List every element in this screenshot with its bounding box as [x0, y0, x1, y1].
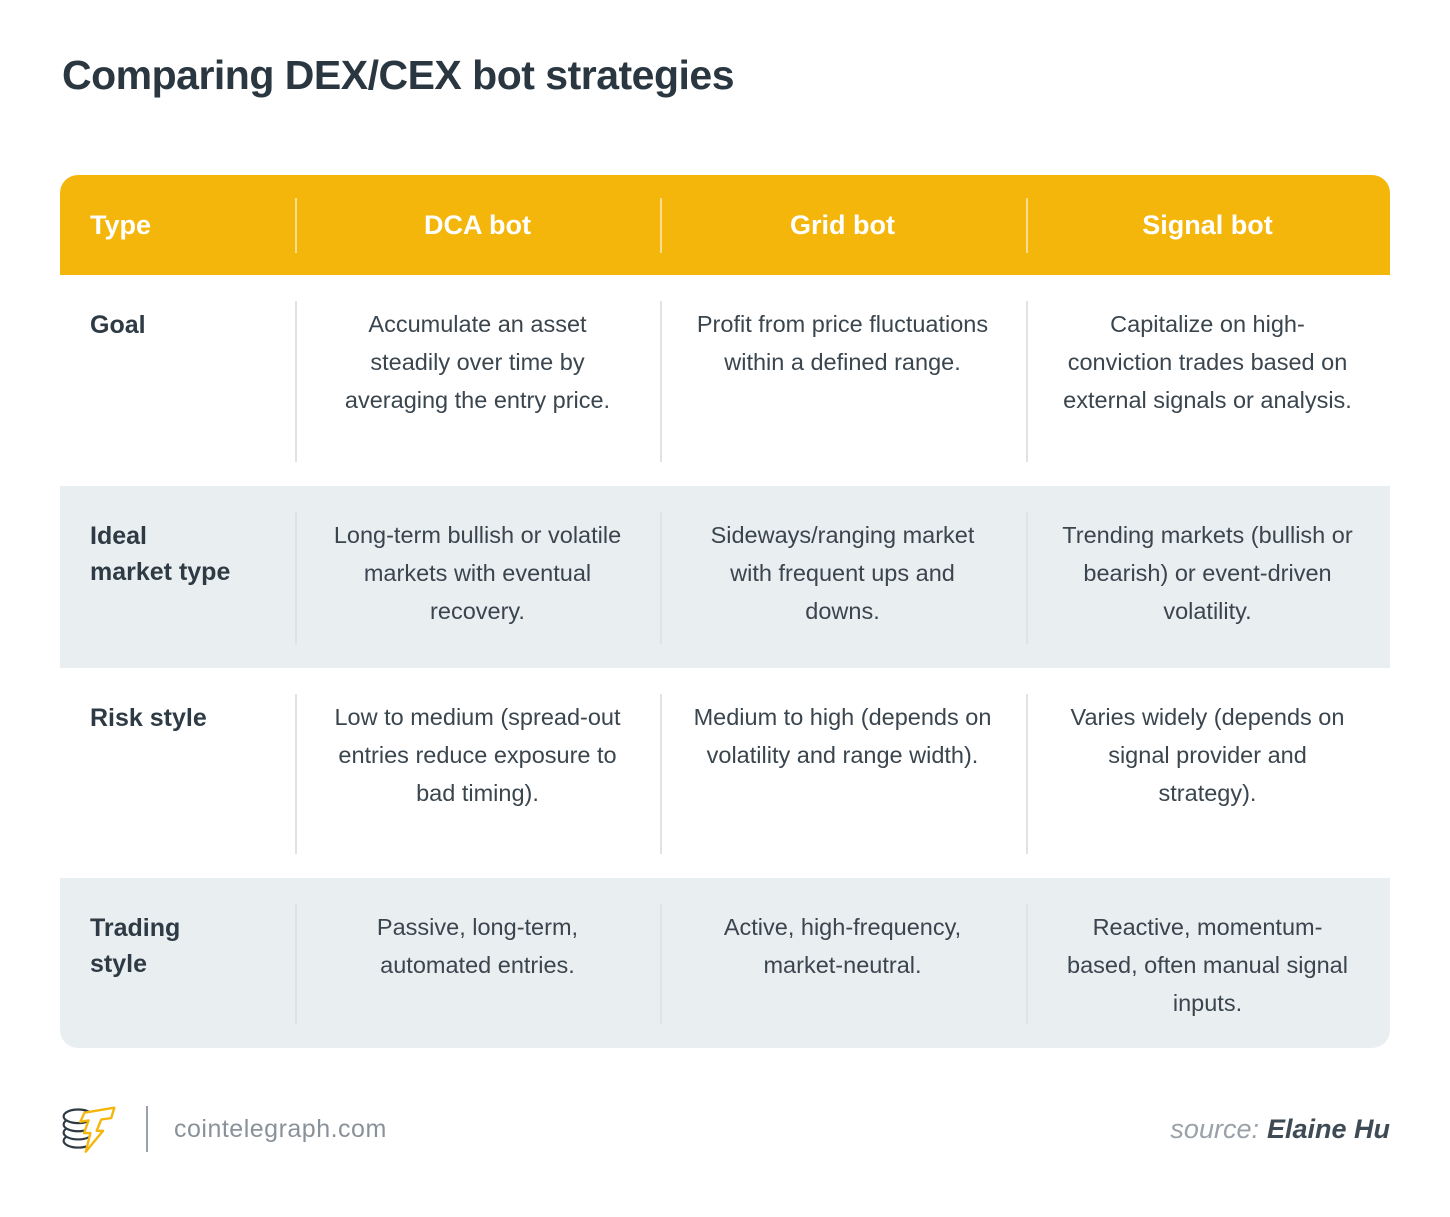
cell-trading-grid: Active, high-frequency, market-neutral. — [723, 914, 962, 978]
source-label: source: — [1170, 1113, 1259, 1144]
source-name: Elaine Hu — [1266, 1113, 1390, 1144]
footer: cointelegraph.com source:Elaine Hu — [60, 1102, 1390, 1156]
row-label-trading-style: Trading style — [90, 914, 181, 978]
table-header-row: Type DCA bot Grid bot Signal bot — [60, 175, 1390, 275]
column-divider — [1026, 904, 1028, 1024]
brand-site-text: cointelegraph.com — [174, 1114, 387, 1143]
cell-risk-grid: Medium to high (depends on volatility an… — [693, 704, 992, 768]
column-divider — [1026, 694, 1028, 854]
column-divider — [660, 694, 662, 854]
table-row-ideal-market-type: Ideal market type Long-term bullish or v… — [60, 486, 1390, 668]
row-label-ideal-market-type: Ideal market type — [90, 522, 231, 586]
table-row-risk-style: Risk style Low to medium (spread-out ent… — [60, 668, 1390, 878]
cell-trading-dca: Passive, long-term, automated entries. — [376, 914, 579, 978]
header-column-divider — [660, 198, 662, 253]
header-column-divider — [1026, 198, 1028, 253]
cell-market-grid: Sideways/ranging market with frequent up… — [710, 522, 975, 624]
column-divider — [295, 694, 297, 854]
cell-goal-dca: Accumulate an asset steadily over time b… — [344, 311, 611, 413]
column-divider — [295, 512, 297, 644]
infographic-page: Comparing DEX/CEX bot strategies Type DC… — [60, 52, 1390, 1156]
cell-goal-signal: Capitalize on high-conviction trades bas… — [1063, 311, 1352, 413]
cell-market-dca: Long-term bullish or volatile markets wi… — [333, 522, 622, 624]
column-divider — [295, 301, 297, 462]
column-divider — [1026, 301, 1028, 462]
column-header-grid-bot: Grid bot — [790, 209, 895, 240]
page-title: Comparing DEX/CEX bot strategies — [62, 52, 735, 98]
brand-divider — [146, 1106, 148, 1152]
comparison-table: Type DCA bot Grid bot Signal bot Goal Ac… — [60, 175, 1390, 1048]
cell-risk-signal: Varies widely (depends on signal provide… — [1070, 704, 1345, 806]
header-column-divider — [295, 198, 297, 253]
table-row-goal: Goal Accumulate an asset steadily over t… — [60, 275, 1390, 486]
brand: cointelegraph.com — [60, 1102, 387, 1156]
column-divider — [660, 512, 662, 644]
cell-goal-grid: Profit from price fluctuations within a … — [696, 311, 989, 375]
column-header-type: Type — [90, 209, 152, 240]
column-header-dca-bot: DCA bot — [424, 209, 531, 240]
source-credit: source:Elaine Hu — [1170, 1114, 1390, 1145]
cell-risk-dca: Low to medium (spread-out entries reduce… — [334, 704, 621, 806]
column-header-signal-bot: Signal bot — [1142, 209, 1273, 240]
column-divider — [1026, 512, 1028, 644]
cell-trading-signal: Reactive, momentum-based, often manual s… — [1067, 914, 1348, 1016]
cell-market-signal: Trending markets (bullish or bearish) or… — [1062, 522, 1353, 624]
column-divider — [295, 904, 297, 1024]
column-divider — [660, 904, 662, 1024]
table-row-trading-style: Trading style Passive, long-term, automa… — [60, 878, 1390, 1048]
row-label-goal: Goal — [90, 311, 146, 339]
row-label-risk-style: Risk style — [90, 704, 207, 732]
column-divider — [660, 301, 662, 462]
cointelegraph-logo-icon — [60, 1102, 118, 1156]
